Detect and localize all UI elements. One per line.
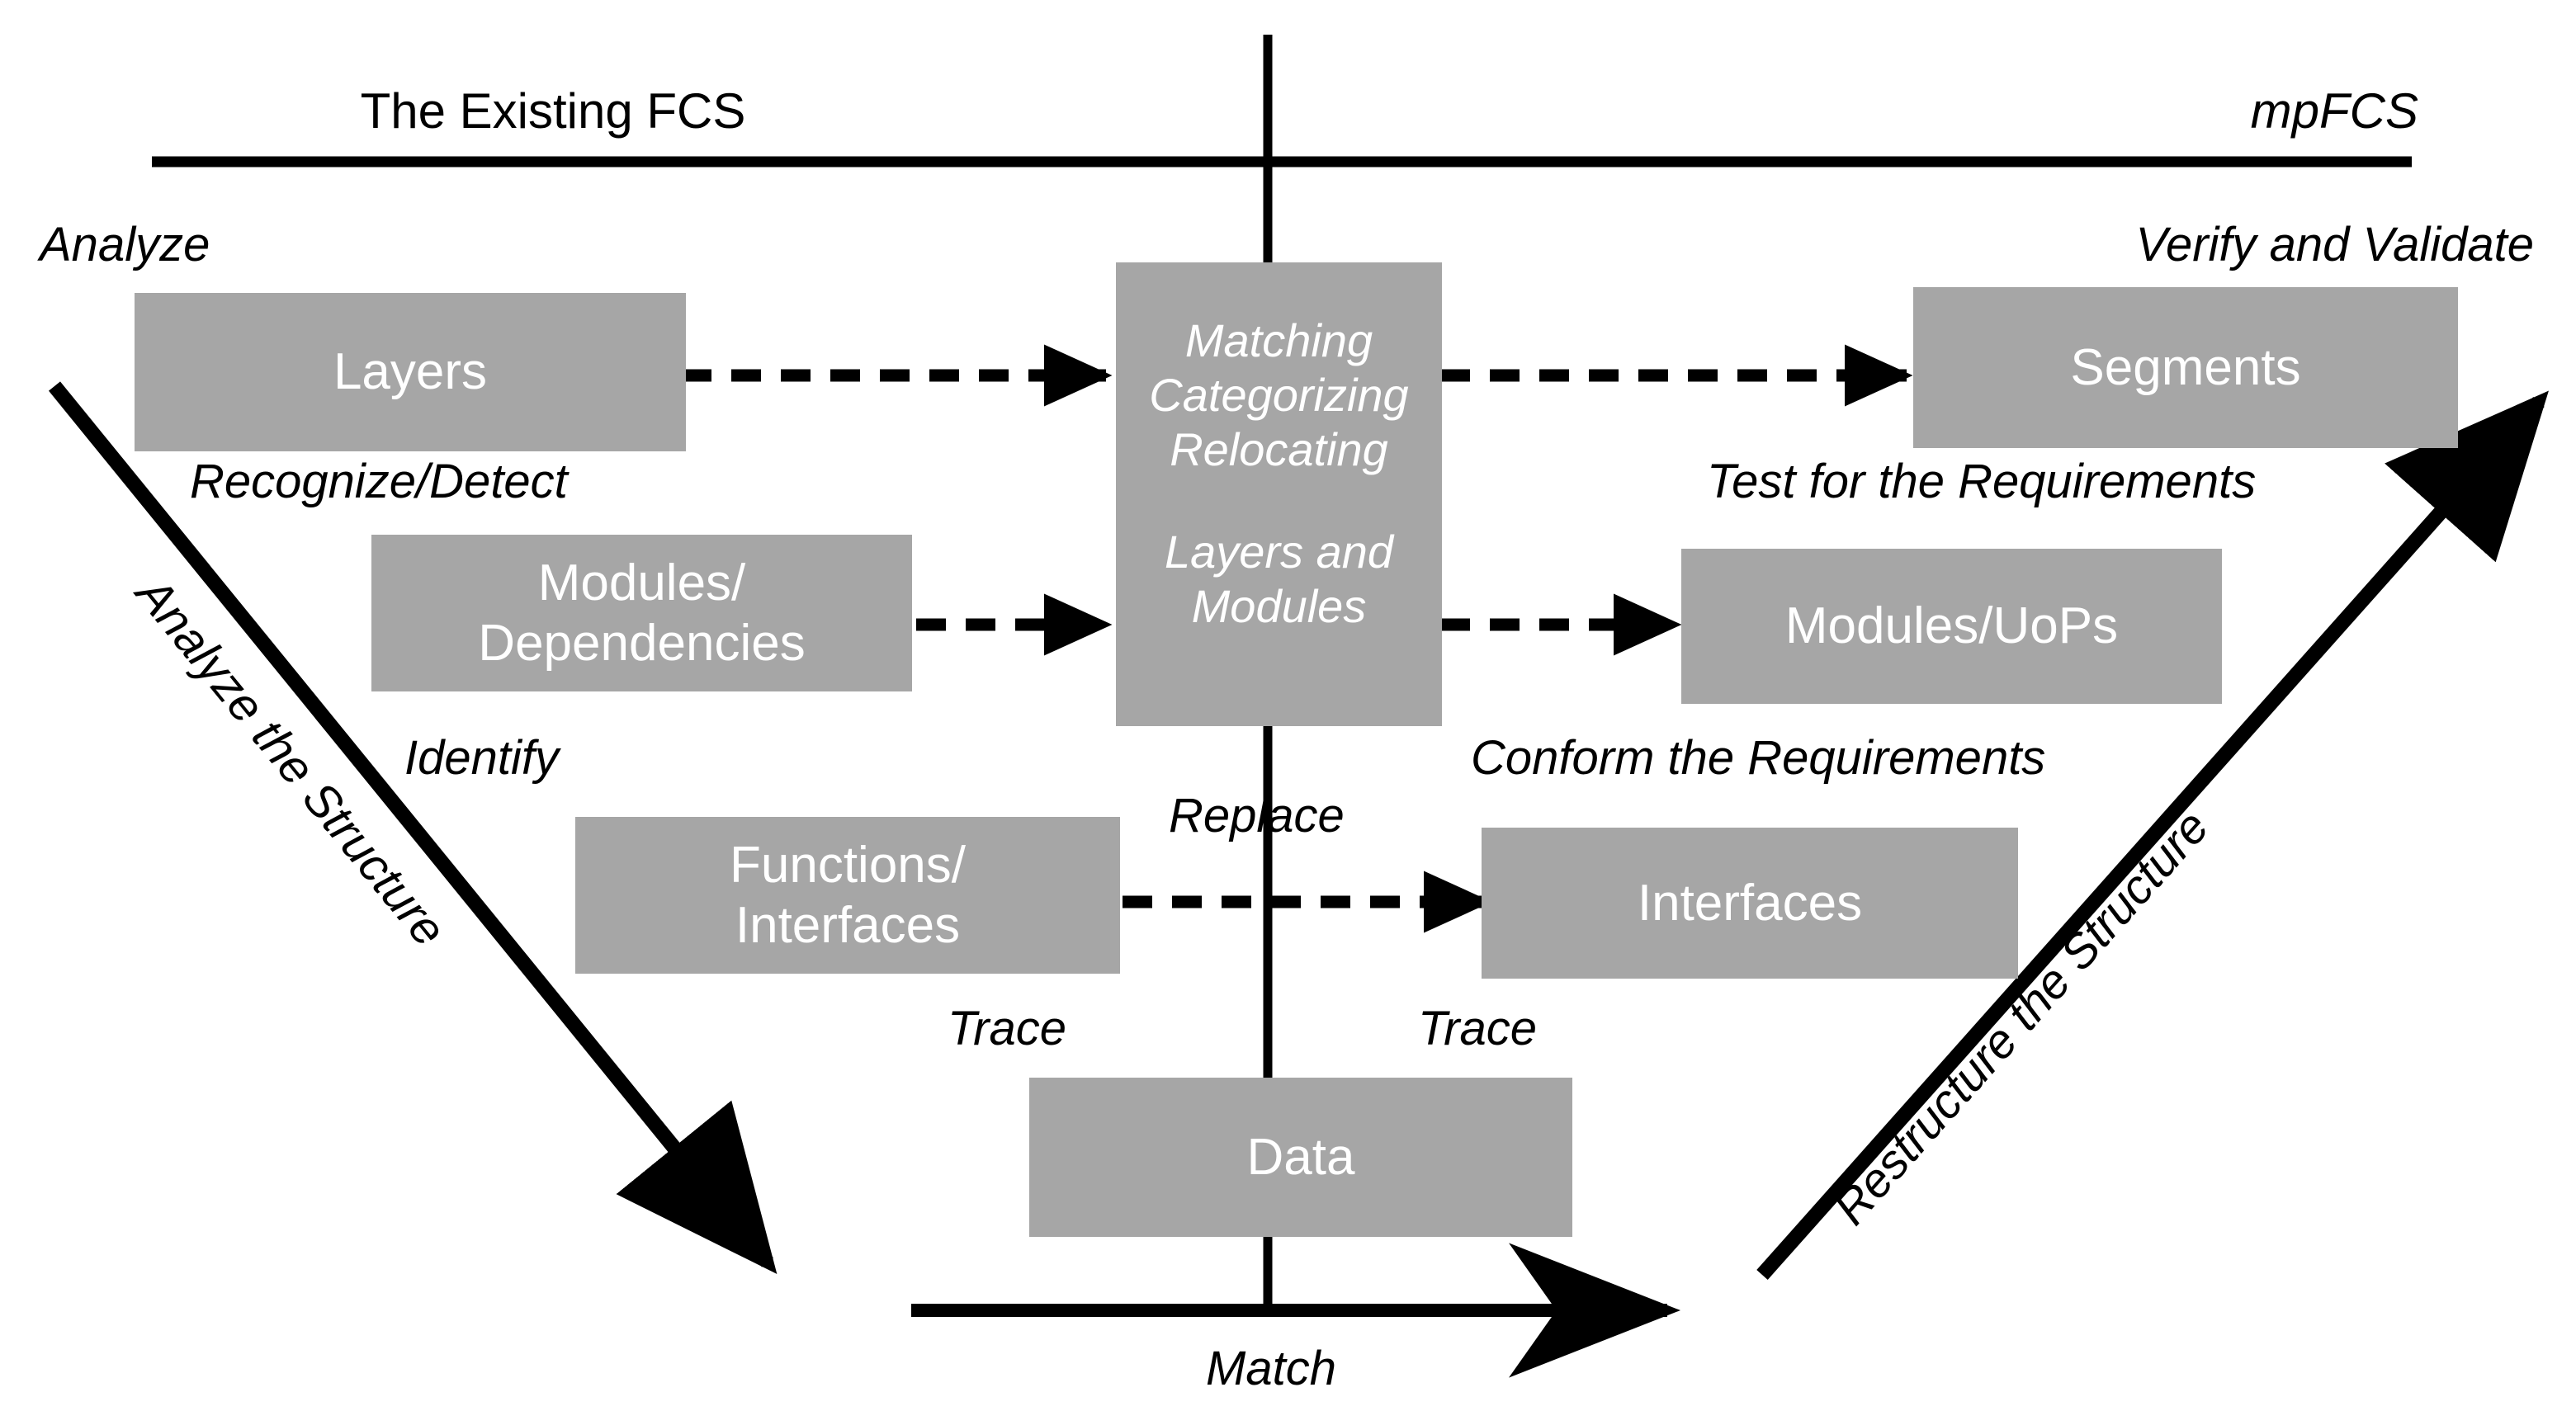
box-modules-dependencies[interactable]: Modules/ Dependencies [371,535,912,691]
axis-label-match: Match [1206,1342,1336,1395]
box-matching-categorizing-relocating[interactable]: Matching Categorizing Relocating Layers … [1116,262,1442,726]
box-layers[interactable]: Layers [135,293,686,451]
center-box-line-4: Layers and [1164,526,1394,578]
box-data-line-1: Data [1246,1128,1355,1186]
box-modules-dependencies-line-1: Modules/ [537,554,746,611]
box-interfaces-line-1: Interfaces [1637,874,1863,932]
stage-label-trace-right: Trace [1418,1002,1537,1055]
box-modules-dependencies-line-2: Dependencies [478,615,806,672]
box-data[interactable]: Data [1029,1078,1572,1237]
box-functions-interfaces-line-1: Functions/ [729,836,967,894]
header-existing-fcs: The Existing FCS [360,83,746,139]
left-diagonal-arrow [49,381,778,1274]
box-segments-line-1: Segments [2070,338,2301,396]
box-interfaces[interactable]: Interfaces [1482,828,2018,979]
stage-label-analyze: Analyze [40,218,210,271]
stage-label-replace: Replace [1169,789,1345,842]
stage-label-recognize-detect: Recognize/Detect [190,455,568,508]
center-box-line-2: Categorizing [1149,369,1409,422]
center-box-line-1: Matching [1184,314,1373,366]
box-layers-line-1: Layers [333,343,488,401]
box-functions-interfaces-line-2: Interfaces [735,897,961,954]
stage-label-conform-the-requirements: Conform the Requirements [1471,731,2046,785]
right-diagonal-arrow [1756,390,2549,1280]
stage-label-trace-left: Trace [948,1002,1066,1055]
box-segments[interactable]: Segments [1913,287,2458,448]
stage-label-verify-and-validate: Verify and Validate [2135,218,2534,271]
stage-label-test-for-the-requirements: Test for the Requirements [1707,455,2257,508]
box-functions-interfaces[interactable]: Functions/ Interfaces [575,817,1120,974]
box-modules-uops[interactable]: Modules/UoPs [1681,549,2222,704]
stage-label-identify: Identify [404,731,559,785]
center-box-line-3: Relocating [1170,423,1388,476]
header-mpfcs: mpFCS [2250,83,2418,139]
box-modules-uops-line-1: Modules/UoPs [1784,597,2119,655]
center-box-line-5: Modules [1191,580,1367,633]
